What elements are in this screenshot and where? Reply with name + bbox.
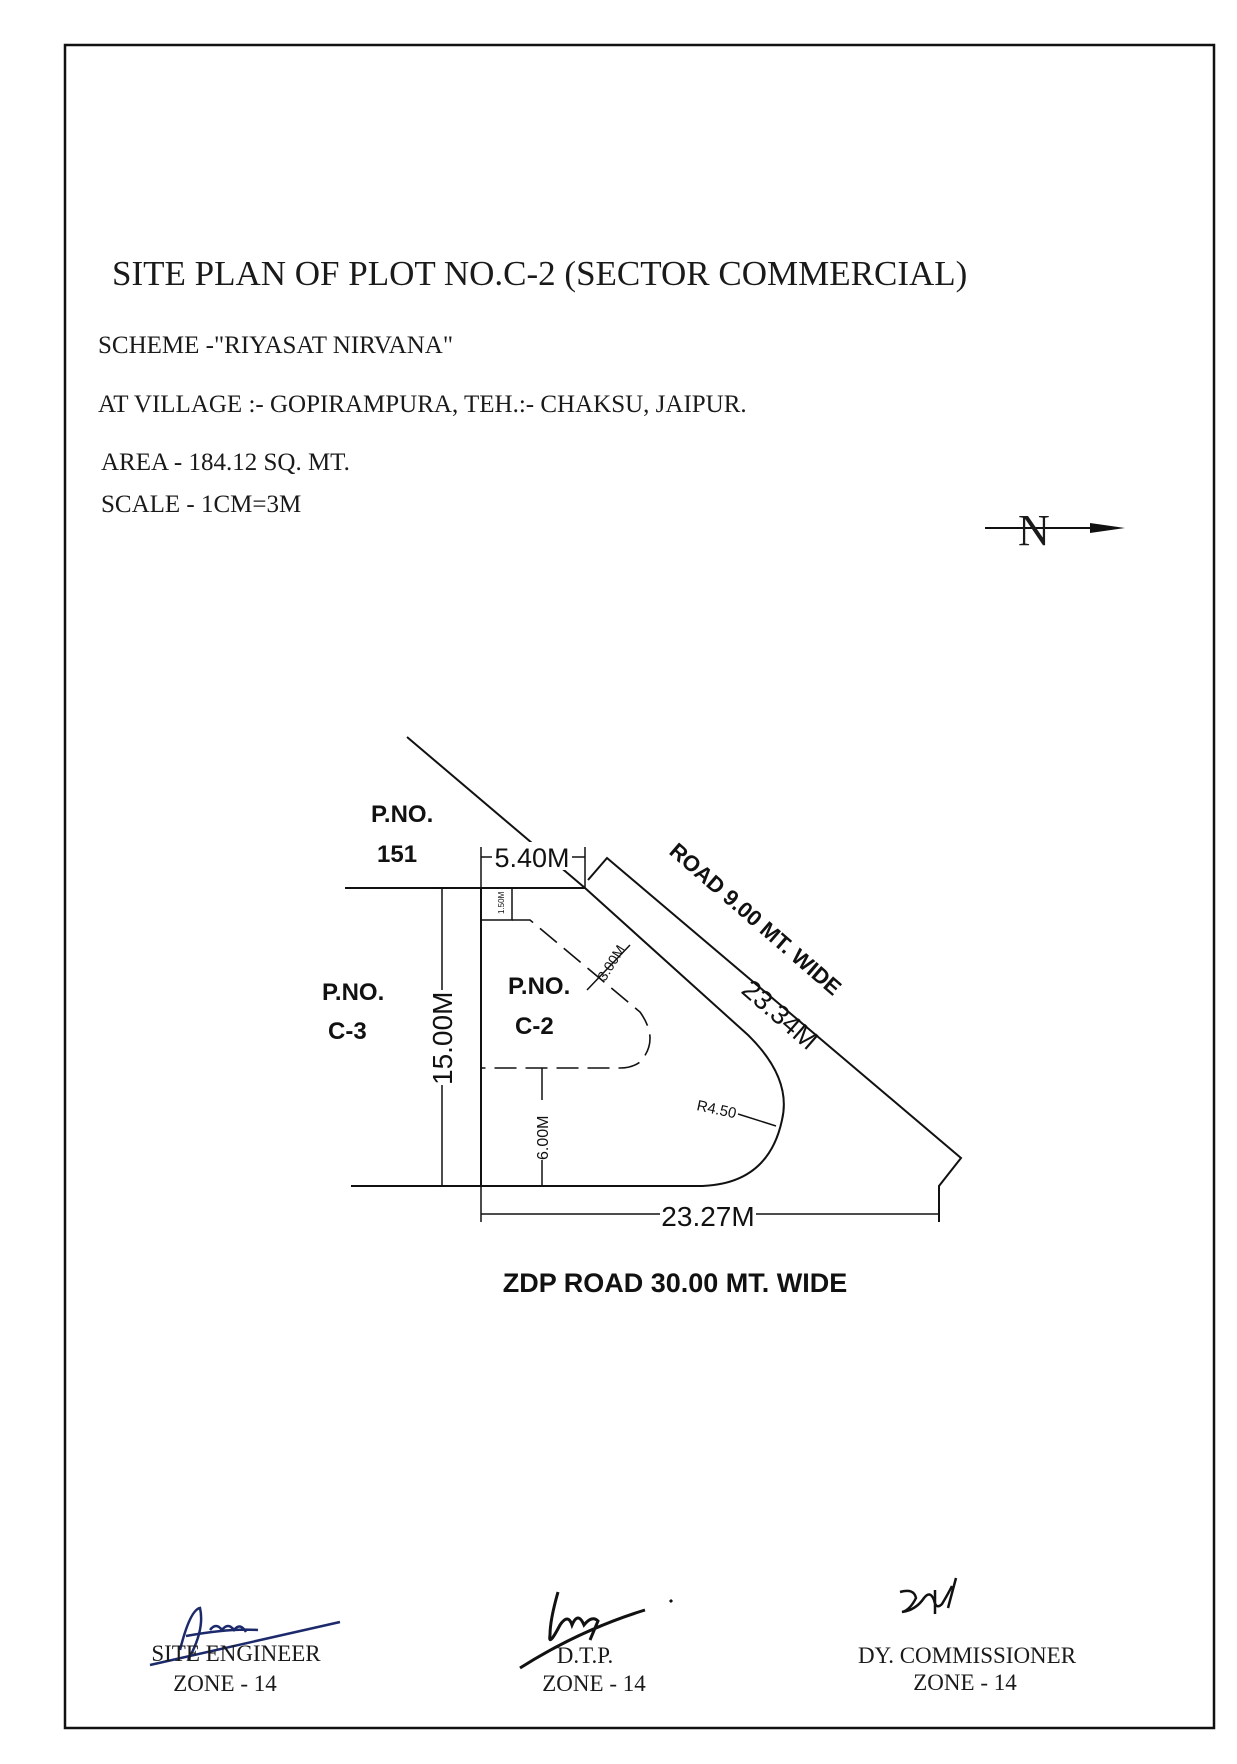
signature-mark (899, 1577, 958, 1614)
road-edge-line (587, 856, 963, 1222)
radius-label: R4.50 (695, 1097, 738, 1122)
village-location: AT VILLAGE :- GOPIRAMPURA, TEH.:- CHAKSU… (98, 391, 747, 418)
plot-151-label: P.NO. (371, 801, 433, 828)
signature-mark (149, 1606, 341, 1667)
plot-151-number: 151 (377, 841, 417, 868)
plot-area: AREA - 184.12 SQ. MT. (101, 449, 350, 476)
signatory-zone: ZONE - 14 (913, 1670, 1017, 1695)
signature-site-engineer: SITE ENGINEER ZONE - 14 (149, 1606, 341, 1696)
north-arrow-icon: N (985, 506, 1125, 555)
signatory-title: SITE ENGINEER (151, 1641, 321, 1666)
front-road-label: ZDP ROAD 30.00 MT. WIDE (503, 1268, 848, 1298)
signatory-title: DY. COMMISSIONER (858, 1643, 1077, 1668)
dim-bottom-label: 23.27M (661, 1201, 754, 1232)
radius-leader (737, 1113, 777, 1127)
signatory-zone: ZONE - 14 (542, 1671, 646, 1696)
signature-mark (519, 1591, 674, 1670)
dim-left-label: 15.00M (427, 992, 458, 1085)
dim-front-setback-label: 6.00M (535, 1116, 552, 1160)
page-border (63, 43, 1216, 1730)
plot-drawing: 15.00M 5.40M 1.50M 3.00M 6.00M R4.50 23.… (322, 736, 963, 1298)
scheme-name: SCHEME -"RIYASAT NIRVANA" (98, 332, 453, 359)
signature-dtp: D.T.P. ZONE - 14 (519, 1591, 674, 1696)
building-line (481, 919, 651, 1069)
plot-c2-number: C-2 (515, 1013, 554, 1040)
plot-c2-label: P.NO. (508, 973, 570, 1000)
signatory-title: D.T.P. (557, 1643, 613, 1668)
page-title: SITE PLAN OF PLOT NO.C-2 (SECTOR COMMERC… (112, 254, 967, 293)
north-label: N (1018, 506, 1050, 555)
dim-diagonal-label: 23.34M (736, 974, 824, 1056)
plot-c3-number: C-3 (328, 1018, 367, 1045)
dim-small-label: 1.50M (497, 891, 506, 914)
signature-dy-commissioner: DY. COMMISSIONER ZONE - 14 (858, 1577, 1077, 1695)
signatory-zone: ZONE - 14 (173, 1671, 277, 1696)
plot-c3-label: P.NO. (322, 979, 384, 1006)
dim-side-setback-label: 3.00M (594, 942, 628, 983)
drawing-scale: SCALE - 1CM=3M (101, 491, 301, 518)
dim-top-label: 5.40M (494, 843, 569, 873)
plot-c2-outline (480, 887, 785, 1187)
dimension-line (586, 944, 631, 991)
